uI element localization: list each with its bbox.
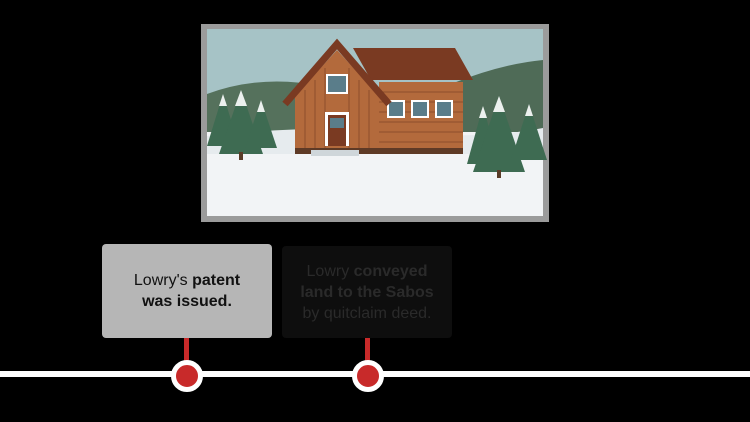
event-text-normal: Lowry's (133, 272, 188, 289)
event-text-bold: was issued. (142, 293, 232, 310)
event-text-normal: by quitclaim deed. (302, 304, 432, 322)
event-text-bold: patent (192, 272, 241, 289)
timeline-marker-2[interactable] (352, 360, 384, 392)
event-text-normal: Lowry (306, 262, 350, 280)
house-illustration (201, 24, 549, 222)
timeline-connector (184, 338, 189, 364)
timeline-connector (365, 338, 370, 364)
timeline-event-card-quitclaim-deed[interactable]: Lowry conveyed land to the Sabos by quit… (282, 246, 452, 338)
timeline-marker-1[interactable] (171, 360, 203, 392)
log-cabin-winter-scene-icon (201, 24, 549, 222)
event-text: Lowry conveyed land to the Sabos by quit… (300, 261, 433, 324)
event-text: Lowry's patent was issued. (134, 270, 240, 312)
timeline-event-card-patent-issued[interactable]: Lowry's patent was issued. (102, 244, 272, 338)
event-text-bold: land to the Sabos (300, 283, 434, 301)
event-text-bold: conveyed (353, 262, 428, 280)
